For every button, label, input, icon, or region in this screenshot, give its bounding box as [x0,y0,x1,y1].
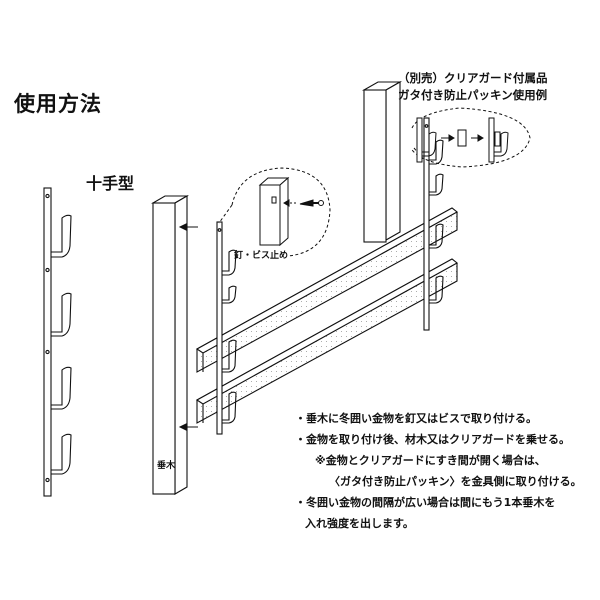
bracket-standalone [43,187,72,497]
board-lower [195,258,458,424]
post-label: 垂木 [157,461,176,471]
note-line-4: 〈ガタ付き防止パッキン〉を金具側に取り付ける。 [329,475,582,488]
note-line-1: ・垂木に冬囲い金物を釘又はビスで取り付ける。 [295,412,537,425]
bracket-mounted-right [423,117,444,331]
post-back [361,81,403,243]
bracket-type-label: 十手型 [86,174,135,193]
note-line-2: ・金物を取り付け後、材木又はクリアガードを乗せる。 [295,433,570,446]
page-title: 使用方法 [14,92,102,116]
detail-packing-circle [411,107,531,168]
detail-screw-circle [218,167,331,257]
post-front [150,195,190,495]
note-line-3: ※金物とクリアガードにすき間が開く場合は、 [315,454,546,467]
screw-fixing-label: 釘・ビス止め [234,251,289,261]
arrow-markers [178,223,198,431]
optional-note-line-1: （別売）クリアガード付属品 [398,71,548,85]
note-line-6: 入れ強度を出します。 [305,517,414,530]
optional-note-line-2: ガタ付き防止パッキン使用例 [398,88,548,102]
instruction-notes: ・垂木に冬囲い金物を釘又はビスで取り付ける。 ・金物を取り付け後、材木又はクリア… [295,408,582,534]
board-upper [195,207,458,373]
bracket-mounted-left [216,221,237,435]
optional-accessory-note: （別売）クリアガード付属品 ガタ付き防止パッキン使用例 [398,70,548,104]
note-line-5: ・冬囲い金物の間隔が広い場合は間にもう1本垂木を [295,496,556,509]
